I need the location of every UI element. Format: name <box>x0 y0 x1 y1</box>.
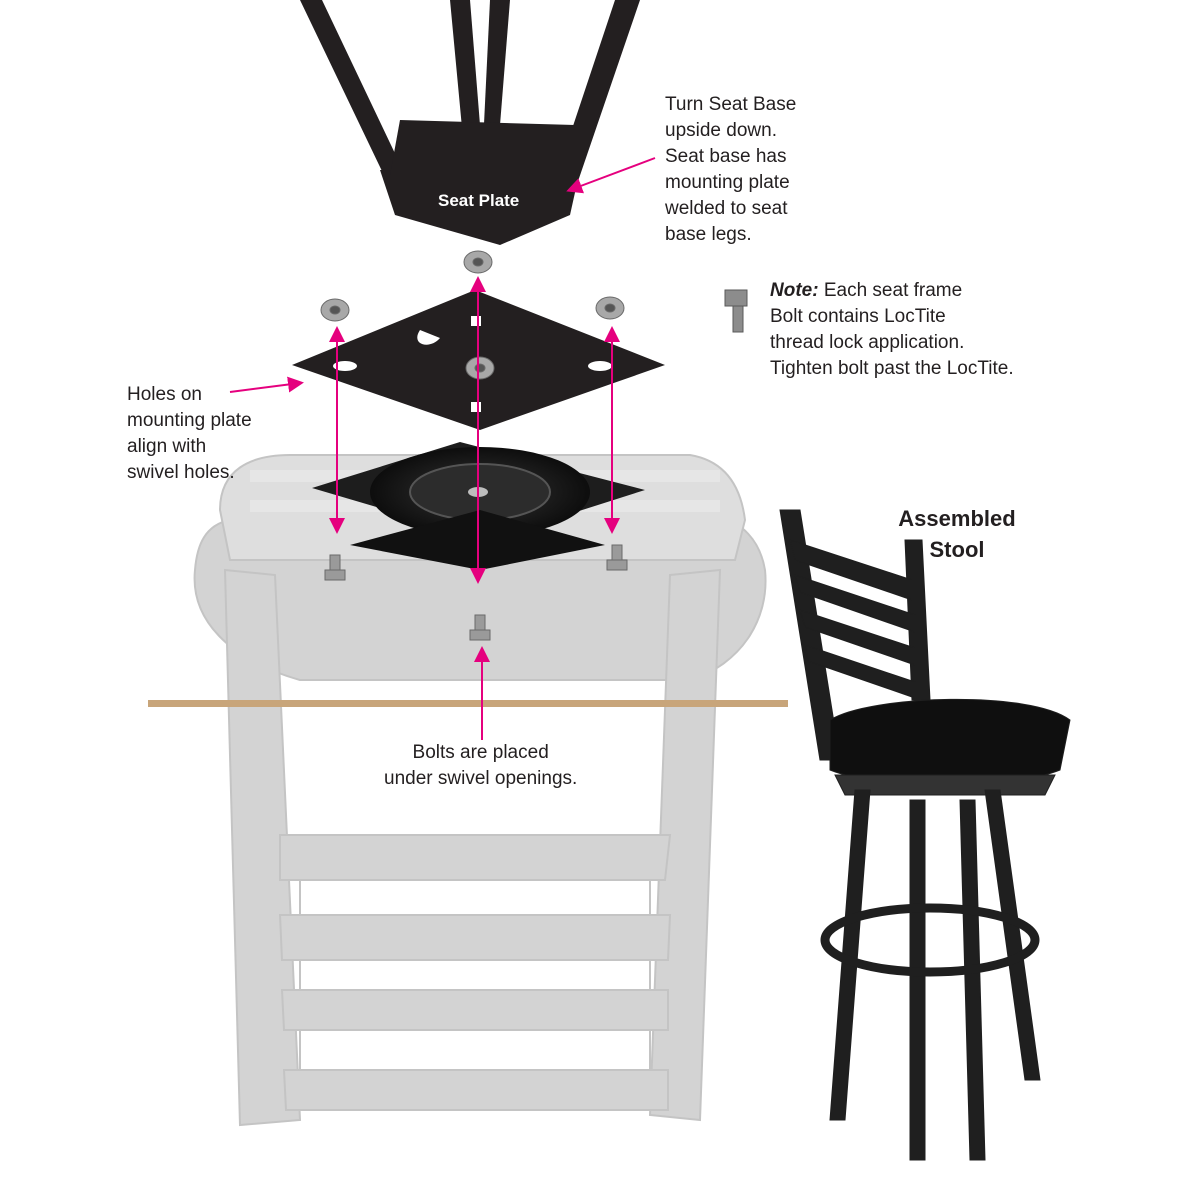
seat-plate-label: Seat Plate <box>438 191 520 210</box>
seat-base-frame <box>300 0 640 245</box>
holes-align-note: Holes on mounting plate align with swive… <box>127 384 252 483</box>
loctite-note: Note: Each seat frame Bolt contains LocT… <box>770 280 1014 379</box>
bolt-icon <box>724 289 748 333</box>
alignment-arrows <box>229 157 656 740</box>
note-prefix: Note: <box>770 280 819 301</box>
table-edge <box>148 700 788 707</box>
assembled-stool-label: Assembled Stool <box>898 506 1016 562</box>
bolts-placed-note: Bolts are placed under swivel openings. <box>384 742 578 789</box>
upside-down-seat-ghost <box>193 454 767 1127</box>
bolts <box>324 544 628 641</box>
assembled-stool <box>779 509 1071 1161</box>
turn-seat-base-note: Turn Seat Base upside down. Seat base ha… <box>665 94 797 245</box>
